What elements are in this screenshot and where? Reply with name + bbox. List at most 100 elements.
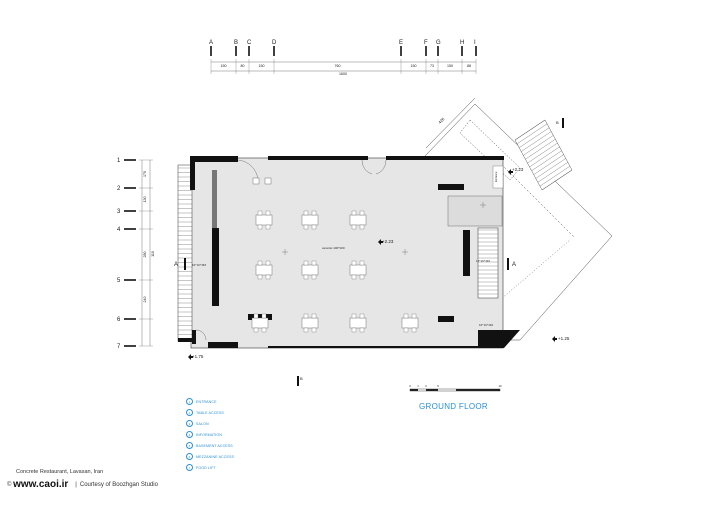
col-dim: 88 <box>467 64 471 68</box>
grid-col-I: I <box>474 40 476 46</box>
col-dim: 150 <box>447 64 453 68</box>
row-dim: 170 <box>143 171 147 177</box>
grid-row-1: 1 <box>117 158 121 164</box>
legend-number: 7 <box>186 464 193 471</box>
row-dim: 240 <box>143 297 147 303</box>
grid-row-6: 6 <box>117 317 121 323</box>
stair-right-bottom-note: 10*16*240 <box>479 323 493 327</box>
stair-top-right <box>514 119 573 191</box>
section-a-right: A <box>512 262 516 268</box>
section-marks <box>184 118 564 386</box>
level-main: +2.23 <box>382 239 394 244</box>
section-b-top: B <box>556 120 559 125</box>
ramp-dim: 426 <box>437 116 446 125</box>
col-dim: 760 <box>335 64 341 68</box>
legend-label: TABLE ACCESS <box>196 410 224 415</box>
grid-col-C: C <box>247 40 252 46</box>
grid-col-A: A <box>209 40 213 46</box>
entrance-top-label: Entrance <box>494 171 498 182</box>
copyright-icon: © <box>7 481 14 488</box>
table-set <box>255 210 273 230</box>
legend-label: INFORMATION <box>196 432 222 437</box>
dining-tables <box>251 177 419 333</box>
grid-col-F: F <box>424 40 428 46</box>
column-grid: A B C D E F G H I 150 80 150 760 150 73 150 88 1600 <box>209 40 477 76</box>
grid-row-2: 2 <box>117 186 121 192</box>
col-dim: 73 <box>430 64 434 68</box>
stair-left-note: 10*16*283 <box>192 263 206 267</box>
table-set <box>401 313 419 333</box>
col-dim: 80 <box>241 64 245 68</box>
row-dim: 130 <box>143 197 147 203</box>
kitchen-strip <box>492 165 504 189</box>
level-bottom-right: +1.25 <box>558 336 570 341</box>
floor-note: ceramic 100*100 <box>322 246 345 250</box>
scale-tick: 2 <box>425 384 427 388</box>
level-arrow-icons <box>188 169 557 360</box>
scale-tick: 1 <box>417 384 419 388</box>
level-right: +2.23 <box>512 167 524 172</box>
grid-col-B: B <box>234 40 238 46</box>
col-total: 1600 <box>339 72 347 76</box>
row-grid: 1234567170130280240168110 <box>117 0 155 350</box>
legend-label: FOOD LIFT <box>196 465 216 470</box>
credit-line: © www.caoi.ir | Courtesy of Boozhgan Stu… <box>7 479 158 490</box>
grid-col-G: G <box>436 40 441 46</box>
table-set <box>349 313 367 333</box>
legend-number: 6 <box>186 453 193 460</box>
col-dim: 150 <box>221 64 227 68</box>
stair-right-note: 12*16*245 <box>476 259 490 263</box>
legend-number: 1 <box>186 398 193 405</box>
table-set <box>255 260 273 280</box>
table-set <box>251 313 269 333</box>
table-set <box>301 210 319 230</box>
row-dim: 280 <box>143 252 147 258</box>
col-dim: 150 <box>259 64 265 68</box>
legend-number: 3 <box>186 420 193 427</box>
legend-number: 4 <box>186 431 193 438</box>
level-bottom-left: +1.75 <box>192 354 204 359</box>
right-stair-zone <box>477 227 499 299</box>
legend-label: ENTRANCE <box>196 399 217 404</box>
info-counter <box>447 195 503 227</box>
row-dim-extra: 110 <box>151 251 155 257</box>
credit-separator: | <box>75 481 77 488</box>
small-table <box>264 177 272 185</box>
table-set <box>301 313 319 333</box>
drawing-title: GROUND FLOOR <box>419 402 488 411</box>
scale-tick: 5 <box>437 384 439 388</box>
left-stair-zone <box>177 164 193 342</box>
credit-text: Courtesy of Boozhgan Studio <box>79 481 158 488</box>
col-dim: 150 <box>411 64 417 68</box>
grid-row-7: 7 <box>117 344 121 350</box>
grid-row-3: 3 <box>117 209 121 215</box>
corner-wall <box>478 330 520 348</box>
table-set <box>349 210 367 230</box>
grid-col-D: D <box>272 40 277 46</box>
grid-col-H: H <box>460 40 464 46</box>
site-link[interactable]: www.caoi.ir <box>13 479 69 490</box>
grid-row-5: 5 <box>117 278 121 284</box>
scale-tick: 0 <box>409 384 411 388</box>
legend-label: MEZZANINE ACCESS <box>196 454 234 459</box>
section-a-left: A <box>174 262 178 268</box>
scale-bar <box>409 388 501 392</box>
grid-crosses <box>282 202 486 255</box>
legend-number: 5 <box>186 442 193 449</box>
legend-label: BASEMENT ACCESS <box>196 443 233 448</box>
grid-row-4: 4 <box>117 227 121 233</box>
legend-label: SALON <box>196 421 209 426</box>
small-table <box>252 177 260 185</box>
doors <box>195 159 387 341</box>
table-set <box>301 260 319 280</box>
grid-col-E: E <box>399 40 403 46</box>
